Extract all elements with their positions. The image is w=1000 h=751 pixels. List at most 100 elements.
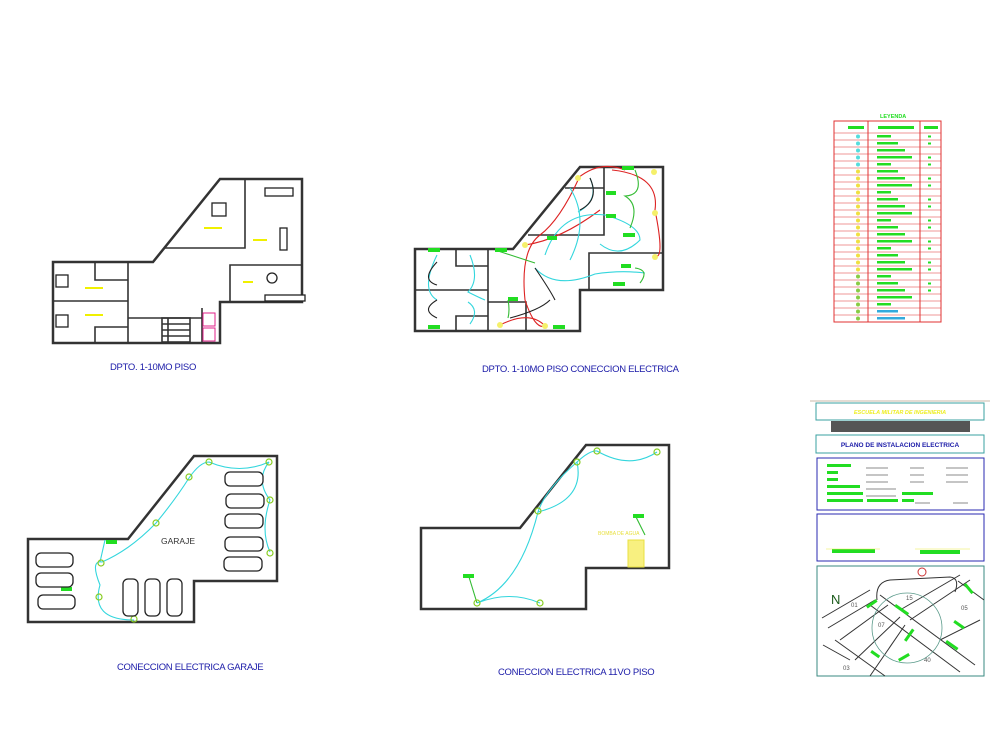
legend-symbol-icon <box>856 148 860 153</box>
legend-symbol-icon <box>856 169 860 174</box>
title-dark-bar <box>831 421 970 432</box>
legend-symbol-icon <box>856 309 860 314</box>
legend-entry <box>877 296 912 299</box>
legend-symbol-icon <box>856 267 860 272</box>
legend-symbol-icon <box>856 281 860 286</box>
garage-wiring <box>94 461 271 621</box>
legend-entry <box>877 261 905 264</box>
wire-cyan <box>427 177 646 325</box>
plan-11vo: BOMBA DE AGUA CONECCION ELECTRICA 11VO P… <box>419 443 671 678</box>
legend-entry <box>877 289 905 292</box>
svg-text:05: 05 <box>961 606 968 612</box>
signature-field <box>920 550 960 554</box>
map-streets <box>821 574 985 677</box>
sheet-title: PLANO DE INSTALACION ELECTRICA <box>841 442 960 449</box>
map-block-labels: 01 15 05 07 40 03 <box>843 596 968 672</box>
stairs-steps <box>162 323 190 337</box>
parked-cars <box>35 471 265 617</box>
sofa-icon <box>264 187 294 197</box>
room-label <box>204 227 222 229</box>
legend-title: LEYENDA <box>880 114 906 120</box>
legend-symbol-icon <box>856 190 860 195</box>
legend-symbol-icon <box>856 302 860 307</box>
legend-frame <box>833 120 942 323</box>
plan-garage-caption: CONECCION ELECTRICA GARAJE <box>117 662 263 673</box>
water-pump-icon <box>627 539 645 568</box>
legend-entry <box>877 317 905 320</box>
legend-symbol-icon <box>856 162 860 167</box>
plan-11-wiring <box>476 450 658 604</box>
dining-table-icon <box>279 227 288 251</box>
legend-entry <box>877 233 905 236</box>
wire-red <box>499 165 661 328</box>
legend-table <box>833 120 942 323</box>
legend-entry <box>877 177 905 180</box>
compass-icon <box>917 567 927 577</box>
legend-symbol-icon <box>856 225 860 230</box>
elevator-icon <box>202 327 216 342</box>
water-pump-label: BOMBA DE AGUA <box>598 531 640 537</box>
legend-entry <box>877 254 898 257</box>
plan-dpto-electric: DPTO. 1-10MO PISO CONECCION ELECTRICA <box>413 165 680 375</box>
circuit-label <box>61 587 72 591</box>
plan-11-light-fixtures <box>473 447 661 607</box>
garage-light-fixtures <box>95 458 274 623</box>
info-fields <box>827 464 933 502</box>
legend-entry <box>877 275 891 278</box>
legend: LEYENDA <box>833 114 942 323</box>
legend-entry <box>877 156 912 159</box>
room-label <box>85 287 103 289</box>
garage-room-label: GARAJE <box>161 536 195 546</box>
room-label <box>85 314 103 316</box>
legend-symbol-icon <box>856 218 860 223</box>
legend-entry <box>877 282 898 285</box>
legend-symbol-icon <box>856 295 860 300</box>
electric-green-labels <box>428 166 635 329</box>
map-radius-circle <box>871 592 943 664</box>
svg-text:03: 03 <box>843 666 850 672</box>
circuit-label <box>633 514 644 518</box>
legend-entry <box>877 247 891 250</box>
legend-symbol-icon <box>856 316 860 321</box>
plan-dpto: DPTO. 1-10MO PISO <box>51 177 306 373</box>
legend-symbol-icon <box>856 204 860 209</box>
legend-entry <box>877 205 905 208</box>
legend-symbol-icon <box>856 176 860 181</box>
legend-symbol-icon <box>856 253 860 258</box>
legend-symbol-icon <box>856 246 860 251</box>
room-label <box>243 281 253 283</box>
circuit-label <box>463 574 474 578</box>
legend-entry <box>877 184 912 187</box>
svg-text:40: 40 <box>924 658 931 664</box>
institution-name: ESCUELA MILITAR DE INGENIERIA <box>854 410 946 416</box>
legend-entry <box>877 240 912 243</box>
plan-11-caption: CONECCION ELECTRICA 11VO PISO <box>498 667 654 678</box>
legend-entry <box>877 212 912 215</box>
kitchen-counter-icon <box>264 294 306 302</box>
plan-electric-caption: DPTO. 1-10MO PISO CONECCION ELECTRICA <box>482 364 680 375</box>
legend-entry <box>877 191 891 194</box>
info-lines <box>866 467 968 504</box>
bed-icon <box>55 314 69 328</box>
plan-dpto-caption: DPTO. 1-10MO PISO <box>110 362 196 373</box>
plan-dpto-outline <box>51 177 304 345</box>
legend-entry <box>877 142 898 145</box>
legend-entry <box>877 170 898 173</box>
legend-symbol-icon <box>856 274 860 279</box>
legend-symbol-icon <box>856 155 860 160</box>
svg-text:01: 01 <box>851 603 858 609</box>
legend-symbol-icon <box>856 260 860 265</box>
wire-green <box>494 169 645 319</box>
legend-symbol-icon <box>856 211 860 216</box>
circuit-label <box>106 540 117 544</box>
svg-text:07: 07 <box>878 623 885 629</box>
room-label <box>253 239 267 241</box>
wire-black <box>427 177 594 319</box>
plan-electric-interior-walls <box>415 167 663 331</box>
legend-entry <box>877 303 891 306</box>
signature-field <box>832 549 875 553</box>
light-fixtures <box>497 169 658 329</box>
legend-symbol-icon <box>856 134 860 139</box>
title-block: ESCUELA MILITAR DE INGENIERIA PLANO DE I… <box>810 400 990 677</box>
bed-icon <box>211 202 227 217</box>
